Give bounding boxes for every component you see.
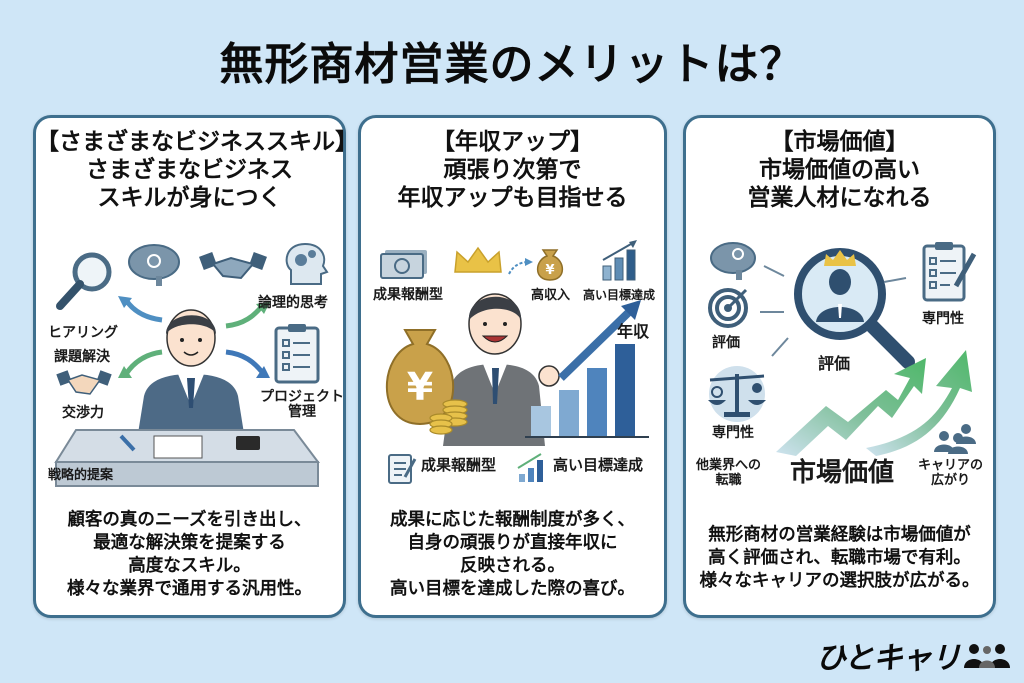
desc-line: 顧客の真のニーズを引き出し、 (67, 510, 312, 530)
label-line: 他業界への (696, 458, 762, 473)
businessman-illustration (136, 309, 246, 446)
label-high-goal: 高い目標達成 (553, 456, 644, 474)
label-evaluation: 評価 (818, 354, 851, 373)
label-evaluation: 評価 (712, 335, 740, 351)
crown-icon (454, 246, 502, 273)
market-value-illustration: 評価 評価 専門性 専門性 他業界への 転職 市場価値 キャリアの 広がり (686, 236, 993, 498)
page-title: 無形商材営業のメリットは？ (219, 39, 805, 90)
heading-line: さまざまなビジネス (86, 157, 293, 183)
label-expertise: 専門性 (712, 425, 754, 441)
desc-line: 無形商材の営業経験は市場価値が (708, 525, 971, 545)
connector-arrow-icon (763, 265, 785, 277)
people-icon (934, 424, 976, 454)
desc-line: 高い目標を達成した際の喜び。 (390, 579, 635, 599)
heading-line: 営業人材になれる (747, 185, 932, 211)
card-heading: 【市場価値】 市場価値の高い 営業人材になれる (686, 128, 993, 212)
label-performance-pay: 成果報酬型 (421, 456, 497, 474)
label-negotiation: 交渉力 (62, 405, 104, 421)
desc-line: 様々な業界で通用する汎用性。 (67, 579, 312, 599)
logo-text: ひとキャリ (815, 641, 961, 676)
heading-line: 【年収アップ】 (432, 129, 593, 155)
label-high-goal: 高い目標達成 (583, 288, 656, 302)
coins-icon (429, 399, 468, 435)
card-description: 成果に応じた報酬制度が多く、 自身の頑張りが直接年収に 反映される。 高い目標を… (361, 509, 664, 601)
label-problem-solving: 課題解決 (54, 349, 110, 365)
desc-line: 成果に応じた報酬制度が多く、 (390, 510, 635, 530)
people-icon (964, 644, 1010, 668)
brain-gear-icon (128, 244, 180, 286)
brain-gear-icon (710, 242, 756, 280)
desk (54, 429, 320, 487)
heading-line: 頑張り次第で (443, 157, 582, 183)
brand-logo: ひとキャリ (816, 633, 1012, 677)
desc-line: 反映される。 (460, 556, 565, 576)
magnifier-icon (56, 252, 112, 310)
card-market-value: 【市場価値】 市場価値の高い 営業人材になれる (683, 115, 996, 618)
label-other-industry: 他業界への 転職 (696, 458, 761, 488)
card-heading: 【さまざまなビジネススキル】 さまざまなビジネス スキルが身につく (36, 128, 358, 212)
connector-arrow-icon (760, 311, 784, 313)
label-career: キャリアの 広がり (918, 458, 983, 488)
bar-chart-growth-icon (602, 240, 637, 281)
label-project-management: プロジェクト 管理 (260, 390, 344, 420)
heading-line: 【さまざまなビジネススキル】 (36, 129, 358, 155)
svg-text:¥: ¥ (545, 263, 554, 278)
label-performance-pay: 成果報酬型 (373, 287, 443, 303)
label-hearing: ヒアリング (48, 325, 118, 341)
connector-arrow-icon (883, 277, 907, 283)
head-gears-icon (285, 242, 329, 285)
svg-text:¥: ¥ (407, 365, 433, 409)
card-description: 無形商材の営業経験は市場価値が 高く評価され、転職市場で有利。 様々なキャリアの… (686, 524, 993, 593)
label-line: 広がり (931, 473, 971, 488)
card-income-up: 【年収アップ】 頑張り次第で 年収アップも目指せる ¥ (358, 115, 667, 618)
label-high-income: 高収入 (531, 288, 571, 303)
businessman-illustration (443, 293, 560, 446)
clipboard-icon (388, 454, 417, 484)
label-line: 管理 (288, 404, 316, 420)
income-illustration: ¥ ¥ (361, 236, 664, 498)
skills-illustration: ヒアリング 課題解決 交渉力 戦略的提案 論理的思考 プロジェクト 管理 (36, 236, 344, 498)
arrow-icon (225, 349, 270, 378)
handshake-icon (56, 370, 112, 395)
scales-icon (708, 366, 766, 422)
money-bag-yen-icon: ¥ (536, 249, 564, 281)
arrow-icon (118, 349, 163, 378)
arrow-icon (225, 302, 270, 329)
bar-chart-growth-icon (517, 453, 543, 482)
card-business-skills: 【さまざまなビジネススキル】 さまざまなビジネス スキルが身につく (33, 115, 358, 618)
label-line: プロジェクト (260, 389, 344, 405)
target-icon (708, 288, 748, 328)
card-description: 顧客の真のニーズを引き出し、 最適な解決策を提案する 高度なスキル。 様々な業界… (36, 509, 343, 601)
desc-line: 高く評価され、転職市場で有利。 (708, 548, 971, 568)
label-strategy: 戦略的提案 (48, 468, 114, 483)
label-line: キャリアの (918, 458, 984, 473)
desc-line: 最適な解決策を提案する (93, 533, 286, 553)
heading-line: 【市場価値】 (770, 129, 909, 155)
connector-arrow-icon (771, 337, 789, 357)
rising-arrow-icon (776, 350, 972, 456)
desc-line: 高度なスキル。 (128, 556, 251, 576)
desc-line: 様々なキャリアの選択肢が広がる。 (699, 571, 980, 591)
dotted-arrow-icon (508, 258, 533, 275)
label-expertise: 専門性 (922, 311, 964, 327)
clipboard-pen-icon (922, 242, 977, 302)
card-heading: 【年収アップ】 頑張り次第で 年収アップも目指せる (361, 128, 664, 212)
label-line: 転職 (715, 473, 742, 488)
desc-line: 自身の頑張りが直接年収に (407, 533, 618, 553)
banknote-icon (380, 250, 427, 279)
label-market-value: 市場価値 (790, 458, 895, 488)
clipboard-checklist-icon (274, 324, 320, 384)
handshake-icon (199, 252, 267, 280)
bar-chart-growth-icon (525, 300, 649, 438)
heading-line: 年収アップも目指せる (397, 185, 628, 211)
label-logical-thinking: 論理的思考 (258, 295, 328, 311)
arrow-icon (118, 296, 163, 323)
heading-line: スキルが身につく (97, 185, 282, 211)
label-annual-income: 年収 (617, 322, 650, 341)
money-bag-yen-icon: ¥ (385, 329, 455, 426)
heading-line: 市場価値の高い (759, 157, 920, 183)
magnifier-person-crown-icon (794, 248, 915, 369)
